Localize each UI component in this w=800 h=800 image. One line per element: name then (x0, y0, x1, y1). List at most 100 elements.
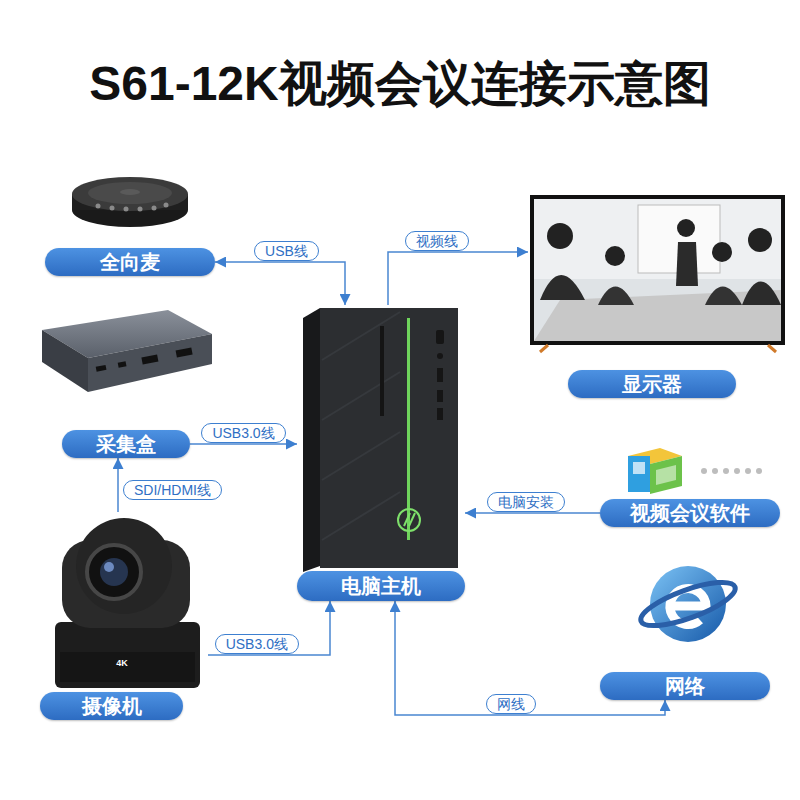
software-icon-part (701, 468, 707, 474)
node-label: 电脑主机 (341, 574, 421, 598)
capture-box-illustration-part (88, 334, 212, 392)
pc-tower-illustration-part (407, 318, 410, 540)
connector (117, 458, 119, 512)
camera-illustration (55, 518, 200, 688)
label-pill: 电脑主机 (297, 571, 465, 601)
speaker-illustration-part (72, 177, 188, 211)
capture-box-illustration (42, 310, 212, 392)
node-label: 显示器 (622, 372, 682, 396)
software-icon-part (734, 468, 740, 474)
node-label: 摄像机 (82, 694, 142, 718)
speaker-illustration (72, 177, 188, 227)
software-icon-part (656, 465, 676, 485)
capture-box-illustration-part (118, 361, 127, 367)
speaker-illustration-part (120, 189, 140, 195)
speaker-illustration-part (96, 204, 101, 209)
node-label: 视频会议软件 (630, 501, 750, 525)
label-pill: 全向麦 (45, 248, 215, 276)
display-illustration-part (530, 195, 785, 345)
camera-illustration-part (104, 562, 114, 572)
node-label: 网络 (665, 674, 705, 698)
label-pill: 摄像机 (40, 692, 183, 720)
pc-tower-illustration-part (398, 509, 420, 531)
label-pill: 视频会议软件 (600, 499, 780, 527)
software-icon-part (712, 468, 718, 474)
capture-box-illustration-part (176, 348, 193, 358)
display-illustration-part (534, 199, 781, 279)
pc-tower-illustration-part (436, 330, 444, 344)
speaker-illustration-part (88, 182, 172, 204)
software-icon-part (745, 468, 751, 474)
pc-tower-illustration-part (322, 312, 400, 360)
display-illustration-part (605, 246, 625, 266)
edge-label: USB3.0线 (201, 423, 285, 443)
label-pill: 采集盒 (62, 430, 190, 458)
capture-box-illustration-part (141, 355, 158, 365)
edge-label: 网线 (486, 694, 536, 714)
node-label: 全向麦 (100, 250, 160, 274)
camera-illustration-part (55, 622, 200, 688)
display-illustration-part (540, 275, 585, 300)
device-node: 显示器 (528, 193, 786, 400)
display-illustration-part (705, 287, 742, 306)
software-icon-part (756, 468, 762, 474)
software-icon-part (628, 456, 650, 492)
connector (388, 252, 528, 305)
edge-label: USB线 (254, 241, 319, 261)
pc-tower-illustration-part (409, 513, 415, 526)
speaker-illustration-part (110, 206, 115, 211)
capture-box-illustration-part (42, 330, 88, 392)
software-icon-part (650, 456, 682, 494)
capture-box-illustration-part (96, 365, 107, 372)
display-illustration-part (540, 345, 548, 352)
display-illustration-part (676, 242, 698, 286)
display-illustration-part (748, 228, 772, 252)
connector (215, 262, 345, 305)
connector (190, 443, 297, 445)
speaker-illustration-part (138, 207, 143, 212)
network-icon-part (636, 574, 740, 635)
pc-tower-illustration-part (322, 492, 400, 540)
edge-label: USB3.0线 (215, 634, 299, 654)
camera-illustration-part (100, 558, 128, 586)
pc-tower-illustration (303, 308, 458, 572)
pc-tower-illustration-part (437, 408, 443, 420)
connector (465, 512, 600, 514)
pc-tower-illustration-part (437, 353, 443, 359)
connector (208, 601, 330, 655)
camera-illustration-part (76, 518, 172, 614)
display-illustration-part (547, 223, 573, 249)
speaker-illustration-part (124, 207, 129, 212)
camera-illustration-part (60, 652, 195, 682)
software-icon-part (633, 462, 645, 474)
network-icon (636, 566, 740, 642)
software-icon (628, 448, 762, 494)
display-illustration-part (598, 287, 634, 306)
software-icon-part (723, 468, 729, 474)
pc-tower-illustration-part (322, 372, 400, 420)
edge-label: 视频线 (405, 231, 469, 251)
display-illustration-part (768, 345, 776, 352)
display-illustration-part (712, 242, 732, 262)
speaker-illustration-part (164, 203, 169, 208)
pc-tower-illustration-part (380, 326, 384, 416)
camera-illustration-part (87, 545, 141, 599)
pc-tower-illustration-part (437, 390, 443, 402)
edge-label: 电脑安装 (487, 492, 565, 512)
label-pill: 显示器 (568, 370, 736, 398)
node-label: 采集盒 (96, 432, 156, 456)
pc-tower-illustration-part (320, 308, 458, 568)
pc-tower-illustration-part (322, 432, 400, 480)
network-icon-part (650, 566, 726, 642)
pc-tower-illustration-part (303, 308, 320, 572)
display-illustration-part (742, 282, 781, 306)
product-label: 4K (116, 658, 128, 668)
device-node: 电脑主机 (297, 305, 465, 601)
diagram-title: S61-12K视频会议连接示意图 (0, 56, 800, 112)
label-pill: 网络 (600, 672, 770, 700)
edge-label: SDI/HDMI线 (123, 480, 222, 500)
speaker-illustration-part (152, 206, 157, 211)
display-illustration (530, 195, 785, 352)
pc-tower-illustration-part (437, 368, 443, 382)
